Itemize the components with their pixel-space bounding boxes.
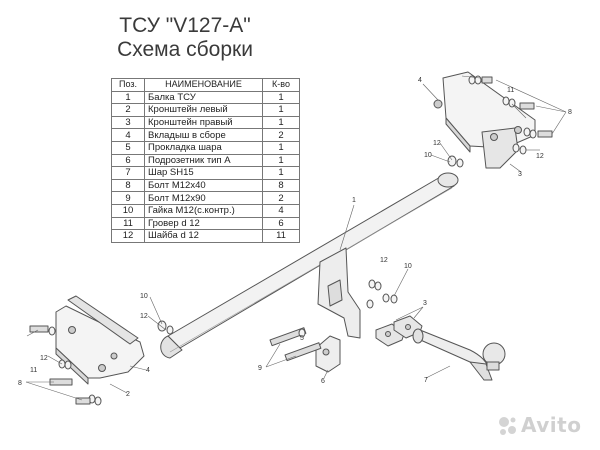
callout-3-center: 3: [423, 300, 427, 307]
row-qty: 11: [262, 229, 300, 243]
row-qty: 1: [262, 140, 300, 155]
tow-ball: [412, 328, 506, 381]
socket-mount: [315, 335, 341, 373]
right-hardware: [447, 75, 553, 168]
callout-2: 2: [126, 391, 130, 398]
callout-7: 7: [424, 377, 428, 384]
long-bolts: [269, 327, 322, 362]
hitch-plate: [317, 247, 361, 339]
callout-12-c: 12: [380, 257, 388, 264]
callout-5: 5: [300, 335, 304, 342]
watermark-text: Avito: [521, 413, 582, 437]
callout-labels: 1 4 8 3 12 11 12 10 10 12 4 2 8 12 11 9 …: [18, 77, 572, 398]
callout-4-right: 4: [418, 77, 422, 84]
callout-12-right: 12: [536, 153, 544, 160]
left-bracket: [55, 295, 145, 385]
callout-12-left: 12: [40, 355, 48, 362]
callout-11-left: 11: [30, 367, 37, 374]
row-name: Шайба d 12: [144, 229, 263, 243]
callout-10-b: 10: [140, 293, 148, 300]
callout-4-left: 4: [146, 367, 150, 374]
diagram-subtitle: Схема сборки: [117, 38, 253, 61]
diagram-title: ТСУ "V127-A": [119, 14, 251, 37]
callout-8-right: 8: [568, 109, 572, 116]
callout-3-right: 3: [518, 171, 522, 178]
watermark-logo-icon: [499, 417, 516, 435]
main-beam: [160, 172, 459, 359]
table-header-row: Поз. НАИМЕНОВАНИЕ К-во: [111, 78, 300, 92]
callout-8-left: 8: [18, 380, 22, 387]
left-hardware: [29, 320, 174, 406]
callout-11-right: 11: [507, 87, 514, 94]
callout-10-c: 10: [404, 263, 412, 270]
callout-12-b: 12: [140, 313, 148, 320]
right-bracket: [433, 71, 536, 169]
callout-12-a: 12: [433, 140, 441, 147]
callout-10-a: 10: [424, 152, 432, 159]
callout-6: 6: [321, 378, 325, 385]
callout-1: 1: [352, 197, 356, 204]
callout-9: 9: [258, 365, 262, 372]
leader-lines: [25, 75, 567, 401]
